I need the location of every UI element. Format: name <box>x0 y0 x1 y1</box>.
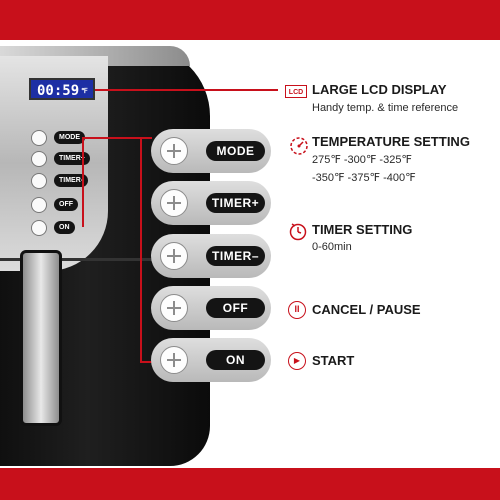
panel-button-timer-minus[interactable] <box>31 173 47 189</box>
callout-connector-vertical <box>140 137 142 362</box>
feature-lcd-subtitle: Handy temp. & time reference <box>312 102 459 114</box>
panel-button-mode[interactable] <box>31 130 47 146</box>
temperature-range-line-2: -350℉ -375℉ -400℉ <box>312 172 416 184</box>
feature-temperature-title: TEMPERATURE SETTING <box>312 134 470 149</box>
panel-label-on: ON <box>54 221 75 234</box>
callout-label: TIMER+ <box>206 193 265 213</box>
callout-mode: MODE <box>151 129 271 173</box>
basket-seam <box>0 258 200 261</box>
panel-connector-top <box>82 137 152 139</box>
panel-button-off[interactable] <box>31 197 47 213</box>
lcd-connector-line <box>95 89 278 91</box>
temperature-range-line-1: 275℉ -300℉ -325℉ <box>312 154 412 166</box>
callout-label: OFF <box>206 298 265 318</box>
feature-timer-title: TIMER SETTING <box>312 222 413 237</box>
plus-icon <box>160 189 188 217</box>
plus-icon <box>160 346 188 374</box>
pause-icon: II <box>288 301 306 319</box>
callout-timer-plus: TIMER+ <box>151 181 271 225</box>
callout-label: MODE <box>206 141 265 161</box>
callout-on: ON <box>151 338 271 382</box>
plus-icon <box>160 137 188 165</box>
callout-off: OFF <box>151 286 271 330</box>
stopwatch-icon <box>288 221 308 246</box>
panel-label-mode: MODE <box>54 131 85 144</box>
basket-handle[interactable] <box>20 250 62 426</box>
panel-label-off: OFF <box>54 198 78 211</box>
plus-icon <box>160 294 188 322</box>
lcd-icon: LCD <box>285 85 307 98</box>
panel-button-timer-plus[interactable] <box>31 151 47 167</box>
callout-timer-minus: TIMER– <box>151 234 271 278</box>
thermometer-dial-icon <box>288 134 310 161</box>
callout-label: ON <box>206 350 265 370</box>
panel-label-timer-plus: TIMER+ <box>54 152 90 165</box>
top-red-band <box>0 0 500 40</box>
panel-button-on[interactable] <box>31 220 47 236</box>
feature-lcd-title: LARGE LCD DISPLAY <box>312 82 447 97</box>
feature-start-title: START <box>312 353 355 368</box>
plus-icon <box>160 242 188 270</box>
lcd-time: 00:59 <box>37 83 80 99</box>
callout-label: TIMER– <box>206 246 265 266</box>
panel-connector-vertical <box>82 137 84 227</box>
callout-connector-bottom <box>140 361 152 363</box>
panel-label-timer-minus: TIMER- <box>54 174 89 187</box>
bottom-red-band <box>0 468 500 500</box>
feature-timer-subtitle: 0-60min <box>312 241 352 253</box>
play-icon: ▶ <box>288 352 306 370</box>
feature-cancel-title: CANCEL / PAUSE <box>312 302 421 317</box>
lcd-display: 00:59℉ <box>29 78 95 100</box>
